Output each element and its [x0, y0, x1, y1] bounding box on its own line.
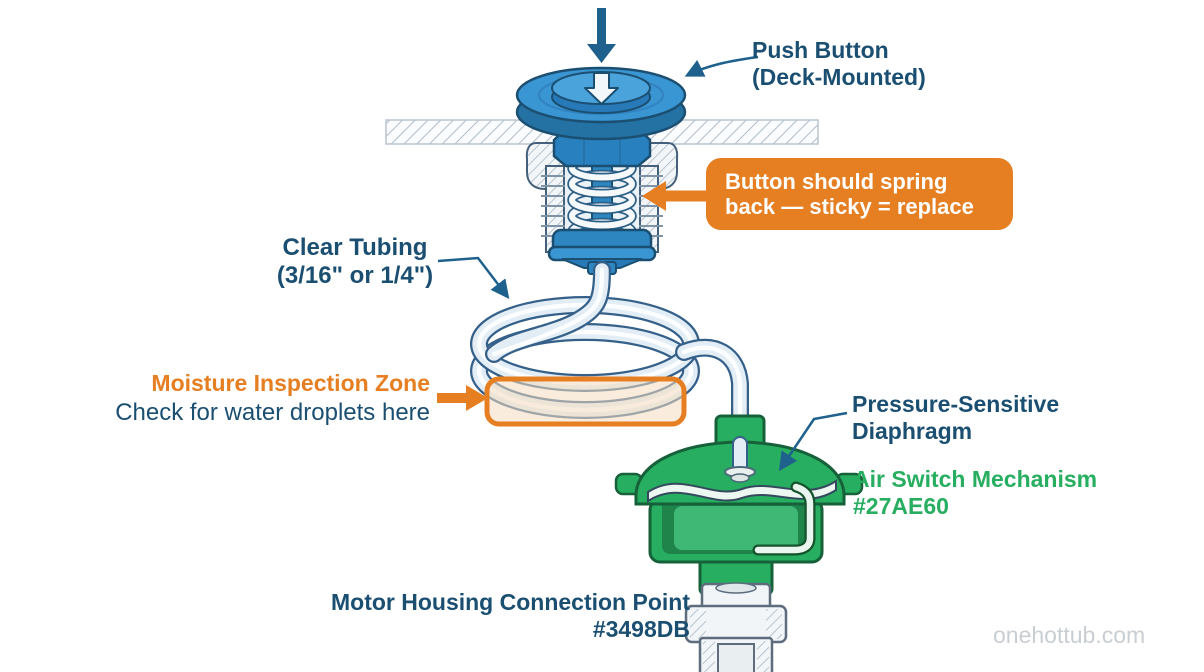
spring-callout-box: Button should spring back — sticky = rep…	[706, 158, 1013, 230]
clear-tubing-label-line2: (3/16" or 1/4")	[276, 262, 434, 289]
moisture-arrow-icon	[437, 385, 488, 411]
push-button-label: Push Button (Deck-Mounted)	[752, 37, 926, 91]
clear-tubing-leader	[437, 256, 510, 299]
air-switch-label: Air Switch Mechanism #27AE60	[853, 466, 1097, 520]
clear-tubing-label: Clear Tubing (3/16" or 1/4")	[274, 234, 436, 290]
diaphragm-label: Pressure-Sensitive Diaphragm	[852, 391, 1059, 445]
moisture-zone-title: Moisture Inspection Zone	[151, 370, 430, 396]
air-switch-label-line2: #27AE60	[853, 493, 949, 519]
spring-callout-line2: back — sticky = replace	[725, 194, 974, 219]
spring-callout-line1: Button should spring	[725, 169, 948, 194]
motor-housing-connector	[684, 582, 788, 672]
motor-housing-label-line2: #3498DB	[592, 616, 690, 642]
motor-housing-label: Motor Housing Connection Point #3498DB	[328, 589, 690, 643]
clear-tubing-label-line1: Clear Tubing	[282, 234, 428, 261]
moisture-zone-subtitle: Check for water droplets here	[115, 399, 430, 426]
push-button-leader	[684, 55, 759, 77]
push-button-cap	[515, 66, 687, 141]
motor-housing-label-line1: Motor Housing Connection Point	[330, 589, 690, 615]
press-down-arrow-icon	[587, 8, 616, 63]
callout-arrow-icon	[642, 181, 706, 211]
diaphragm-label-line2: Diaphragm	[852, 418, 973, 444]
moisture-zone-label: Moisture Inspection Zone Check for water…	[103, 368, 430, 428]
site-watermark: onehottub.com	[993, 622, 1146, 648]
air-channel	[752, 481, 816, 556]
leader-lines	[437, 55, 848, 472]
clear-tubing-coil	[470, 261, 749, 479]
push-button-label-line1: Push Button	[752, 37, 889, 63]
diaphragm-label-line1: Pressure-Sensitive	[852, 391, 1060, 417]
moisture-inspection-zone-highlight	[484, 376, 687, 427]
button-face-arrow-icon	[584, 72, 619, 105]
air-switch-body	[614, 414, 864, 596]
air-switch-label-line1: Air Switch Mechanism	[853, 466, 1098, 492]
diaphragm-leader	[778, 411, 848, 472]
push-button-label-line2: (Deck-Mounted)	[752, 64, 926, 90]
diaphragm-membrane	[647, 479, 837, 503]
